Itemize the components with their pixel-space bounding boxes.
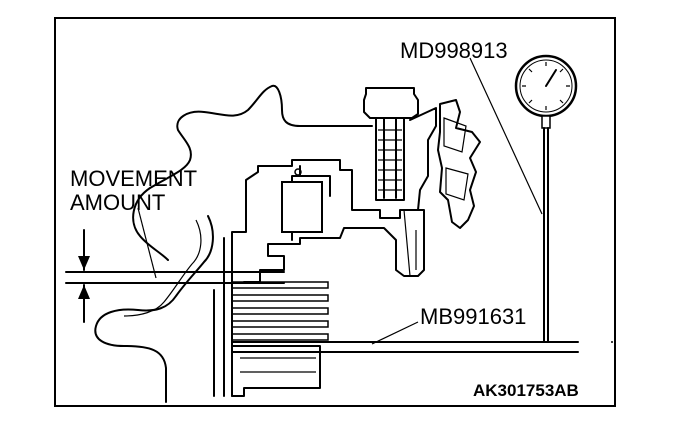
clutch-body-outline bbox=[231, 159, 425, 397]
tool-bar-mb991631 bbox=[231, 341, 579, 353]
drum-detail bbox=[240, 357, 316, 373]
mb991631-leader bbox=[371, 321, 419, 345]
housing-lower-outline bbox=[94, 215, 214, 403]
bracket bbox=[359, 99, 481, 229]
clutch-drum bbox=[231, 345, 321, 397]
bolt-shank bbox=[375, 117, 405, 201]
clutch-plates bbox=[231, 281, 329, 341]
housing-outline bbox=[132, 84, 613, 343]
dial-gauge-stem bbox=[543, 127, 549, 343]
bracket-detail bbox=[403, 117, 469, 277]
movement-amount-label-line1: MOVEMENT bbox=[70, 166, 197, 191]
bolt-threads bbox=[378, 129, 402, 191]
snap-ring bbox=[294, 168, 302, 176]
dial-gauge-inner bbox=[519, 59, 573, 113]
bolt-head bbox=[363, 87, 419, 119]
piston-detail bbox=[291, 165, 331, 241]
arrow-down-head bbox=[78, 256, 90, 270]
mb991631-label: MB991631 bbox=[420, 304, 526, 329]
dial-gauge-needle bbox=[545, 69, 557, 87]
figure-code-label: AK301753AB bbox=[473, 381, 579, 400]
md998913-label: MD998913 bbox=[400, 38, 508, 63]
movement-amount-label-line2: AMOUNT bbox=[70, 190, 165, 215]
dial-gauge-stem-collar bbox=[541, 115, 551, 129]
figure-frame bbox=[54, 17, 616, 407]
dial-gauge-ticks bbox=[522, 62, 570, 110]
md998913-leader bbox=[469, 57, 543, 215]
movement-leader bbox=[137, 207, 157, 279]
arrow-up-head bbox=[78, 285, 90, 299]
piston-block bbox=[281, 181, 323, 233]
housing-inner-outline bbox=[123, 219, 202, 317]
